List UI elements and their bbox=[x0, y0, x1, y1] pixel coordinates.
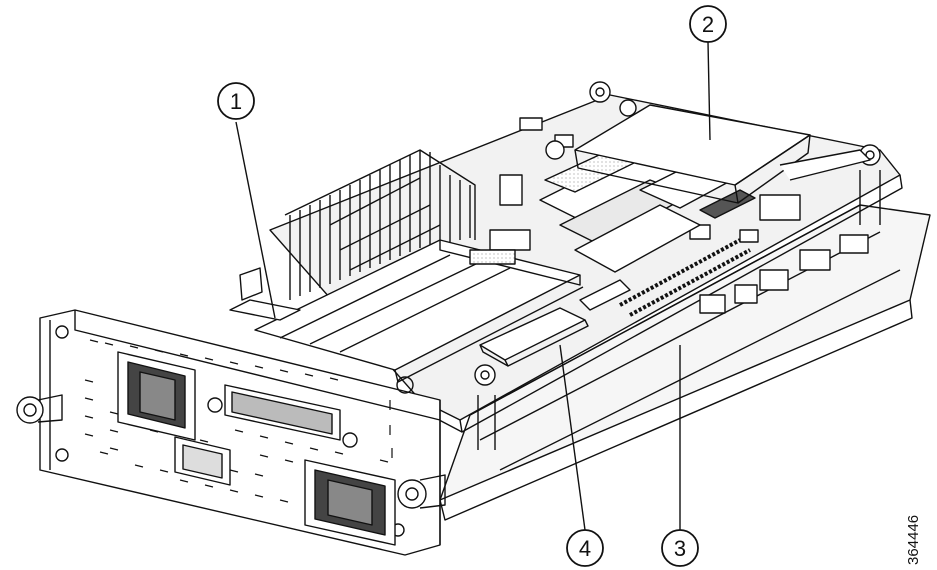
callout-1-label: 1 bbox=[230, 89, 242, 114]
leader-lines bbox=[235, 41, 711, 531]
callout-circles bbox=[217, 5, 727, 567]
base-tray bbox=[439, 204, 931, 521]
callout-1-circle bbox=[217, 82, 255, 120]
leader-1 bbox=[235, 121, 276, 319]
callout-3-circle bbox=[661, 529, 699, 567]
front-faceplate bbox=[16, 309, 446, 556]
callout-4-label: 4 bbox=[579, 536, 591, 561]
leader-2 bbox=[707, 41, 711, 141]
line-art bbox=[16, 5, 931, 567]
figure-number: 364446 bbox=[905, 514, 922, 565]
cover-plate bbox=[229, 239, 584, 383]
callout-4-circle bbox=[566, 529, 604, 567]
finned-heatsink bbox=[284, 149, 476, 300]
callout-3-label: 3 bbox=[674, 536, 686, 561]
callout-2-circle bbox=[689, 5, 727, 43]
leader-4 bbox=[559, 344, 586, 531]
processor-heat-spreader bbox=[574, 104, 871, 204]
memory-module bbox=[479, 307, 589, 367]
callout-2-label: 2 bbox=[702, 12, 714, 37]
